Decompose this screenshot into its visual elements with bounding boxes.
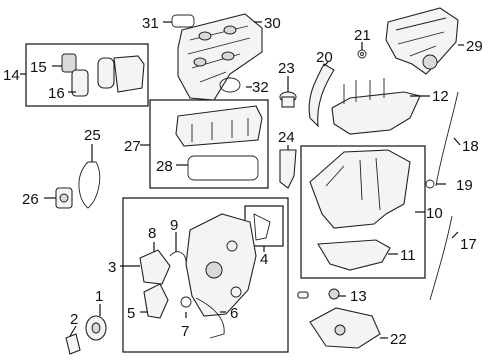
crankshaft-pulley — [85, 315, 107, 341]
callout-31: 31 — [142, 15, 159, 32]
callout-17: 17 — [460, 236, 477, 253]
washer-21-hole — [360, 52, 364, 56]
inset-gasket-4 — [253, 213, 271, 241]
callout-23: 23 — [278, 60, 295, 77]
callout-30: 30 — [264, 15, 281, 32]
callout-2: 2 — [70, 311, 78, 328]
manifold-gasket — [171, 14, 195, 28]
callout-26: 26 — [22, 191, 39, 208]
callout-28: 28 — [156, 158, 173, 175]
throttle-body-gasket — [219, 77, 241, 93]
oil-filter-group-box — [25, 43, 149, 107]
bolt-13 — [328, 288, 340, 300]
callout-13: 13 — [350, 288, 367, 305]
thermostat-housing — [143, 283, 169, 319]
callout-20: 20 — [316, 49, 333, 66]
callout-7: 7 — [181, 323, 189, 340]
drive-belt — [78, 161, 101, 209]
callout-6: 6 — [230, 305, 238, 322]
seal-7 — [180, 296, 192, 308]
callout-1: 1 — [95, 288, 103, 305]
callout-3: 3 — [108, 259, 116, 276]
upper-intake-manifold — [177, 13, 263, 101]
pulley-bolt — [65, 333, 81, 355]
oil-filler-cap — [279, 91, 297, 108]
valve-cover — [175, 105, 263, 147]
belt-tensioner — [55, 187, 73, 209]
callout-22: 22 — [390, 331, 407, 348]
callout-15: 15 — [30, 59, 47, 76]
leader-lines — [20, 21, 464, 339]
callout-14: 14 — [3, 67, 20, 84]
oil-pump — [297, 291, 381, 349]
callout-21: 21 — [354, 27, 371, 44]
timing-cover-gasket-9 — [169, 251, 187, 263]
callout-16: 16 — [48, 85, 65, 102]
timing-cover — [185, 213, 257, 317]
windage-tray — [331, 78, 421, 135]
timing-cover-group-box — [122, 197, 289, 353]
callout-25: 25 — [84, 127, 101, 144]
dipstick — [429, 215, 453, 301]
water-pump — [139, 249, 171, 285]
cover-gasket-6 — [195, 297, 225, 339]
callout-29: 29 — [466, 38, 483, 55]
oil-filter-assembly — [61, 53, 145, 97]
callout-5: 5 — [127, 305, 135, 322]
callout-8: 8 — [148, 225, 156, 242]
lower-intake-manifold — [385, 7, 459, 75]
callout-9: 9 — [170, 217, 178, 234]
callout-4: 4 — [260, 251, 268, 268]
callout-24: 24 — [278, 129, 295, 146]
callout-19: 19 — [456, 177, 473, 194]
callout-27: 27 — [124, 138, 141, 155]
dipstick-seal — [425, 179, 435, 189]
callout-12: 12 — [432, 88, 449, 105]
oil-pan — [309, 149, 411, 229]
oil-filler-tube — [279, 149, 297, 189]
callout-18: 18 — [462, 138, 479, 155]
oil-pan-lower — [317, 239, 391, 271]
callout-32: 32 — [252, 79, 269, 96]
callout-10: 10 — [426, 205, 443, 222]
dipstick-tube — [435, 91, 459, 187]
vent-tube — [308, 63, 335, 128]
washer-21 — [357, 49, 367, 59]
valve-cover-gasket — [187, 155, 259, 181]
callout-11: 11 — [400, 247, 416, 264]
